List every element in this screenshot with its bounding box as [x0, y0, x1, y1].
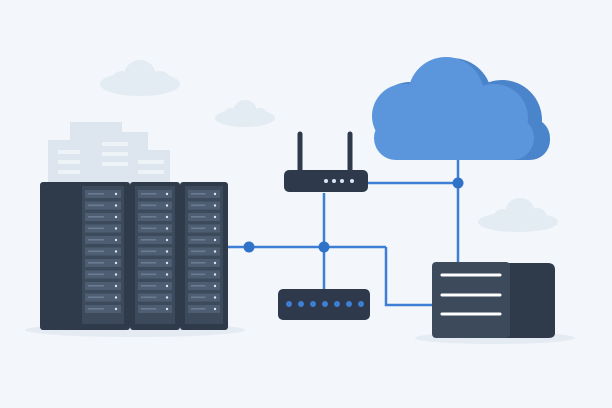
connection-nodes [243, 177, 464, 253]
server-rack-3 [180, 182, 228, 330]
node-racks [243, 241, 255, 253]
bg-cloud-middle-icon [215, 100, 275, 127]
storage-server-icon [432, 262, 555, 338]
office-building-icon [48, 122, 170, 185]
wifi-router-icon [284, 131, 368, 192]
network-switch-icon [278, 289, 370, 320]
server-rack-2 [130, 182, 180, 330]
node-cloud [452, 177, 464, 189]
bg-cloud-right-icon [478, 198, 558, 232]
node-hub [318, 241, 330, 253]
server-rack-icon [40, 182, 228, 330]
bg-cloud-left-icon [100, 60, 180, 96]
link-hub-to-storage [384, 247, 432, 307]
server-rack-1 [40, 182, 130, 330]
background-clouds [100, 60, 558, 232]
cloud-icon [372, 57, 550, 160]
